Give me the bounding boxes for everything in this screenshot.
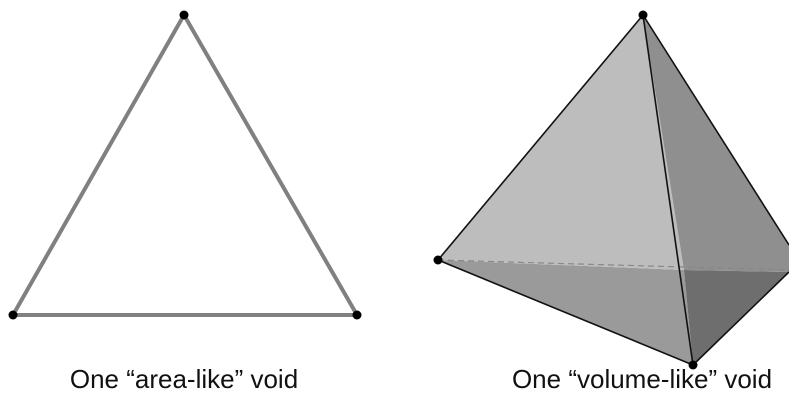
tetrahedron-edge-left xyxy=(437,14,644,261)
tetrahedron-edge-bottom-right xyxy=(692,271,789,366)
tetrahedron-caption: One “volume-like” void xyxy=(511,364,773,394)
triangle-vertex-bottom-right xyxy=(352,310,362,320)
triangle-vertex-top xyxy=(179,10,189,20)
tetrahedron-face-front-left xyxy=(438,15,684,270)
triangle-figure xyxy=(8,10,362,320)
triangle-vertex-bottom-left xyxy=(8,310,18,320)
tetrahedron-edge-right xyxy=(642,14,789,246)
tetrahedron-vertex-left xyxy=(433,255,443,265)
triangle-caption: One “area-like” void xyxy=(69,364,299,394)
tetrahedron-hidden-edge xyxy=(437,259,789,271)
tetrahedron-face-bottom-right xyxy=(684,270,789,365)
tetrahedron-face-front-right xyxy=(643,15,789,272)
tetrahedron-edge-front xyxy=(642,14,694,366)
tetrahedron-figure xyxy=(433,10,789,370)
tetrahedron-vertex-bottom xyxy=(688,360,698,370)
triangle-outline xyxy=(11,13,359,317)
tetrahedron-edge-bottom-left xyxy=(437,259,694,366)
tetrahedron-vertex-top xyxy=(638,10,648,20)
